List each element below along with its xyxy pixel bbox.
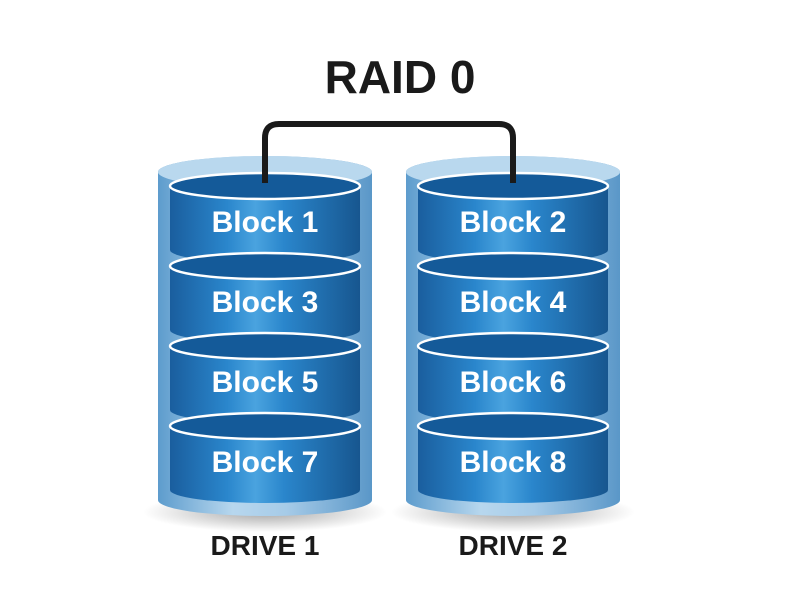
block-top: [416, 331, 610, 361]
block-side: [418, 426, 608, 503]
block-side: [170, 346, 360, 423]
drive-1: Block 1 Block 3 Block 5 Block 7: [143, 156, 387, 532]
block-block-4: Block 4: [416, 251, 610, 343]
block-label: Block 3: [212, 286, 319, 319]
block-label: Block 2: [460, 206, 567, 239]
block-label: Block 4: [460, 286, 567, 319]
block-top: [416, 411, 610, 441]
block-top: [168, 411, 362, 441]
block-side: [418, 186, 608, 263]
block-label: Block 8: [460, 446, 567, 479]
block-top: [168, 251, 362, 281]
block-side: [170, 186, 360, 263]
drive-label-2: DRIVE 2: [458, 530, 568, 561]
block-block-8: Block 8: [416, 411, 610, 503]
block-side: [418, 266, 608, 343]
drive-label-1: DRIVE 1: [210, 530, 320, 561]
block-block-1: Block 1: [168, 171, 362, 263]
block-block-6: Block 6: [416, 331, 610, 423]
block-label: Block 6: [460, 366, 567, 399]
block-side: [170, 266, 360, 343]
raid-title: RAID 0: [324, 51, 476, 103]
block-top: [416, 251, 610, 281]
block-block-5: Block 5: [168, 331, 362, 423]
block-label: Block 5: [212, 366, 319, 399]
block-label: Block 7: [212, 446, 319, 479]
block-top: [168, 331, 362, 361]
drive-2: Block 2 Block 4 Block 6 Block 8: [391, 156, 635, 532]
block-block-7: Block 7: [168, 411, 362, 503]
block-label: Block 1: [212, 206, 319, 239]
raid-connector-bracket: [262, 121, 516, 183]
block-side: [170, 426, 360, 503]
block-block-3: Block 3: [168, 251, 362, 343]
block-side: [418, 346, 608, 423]
block-block-2: Block 2: [416, 171, 610, 263]
